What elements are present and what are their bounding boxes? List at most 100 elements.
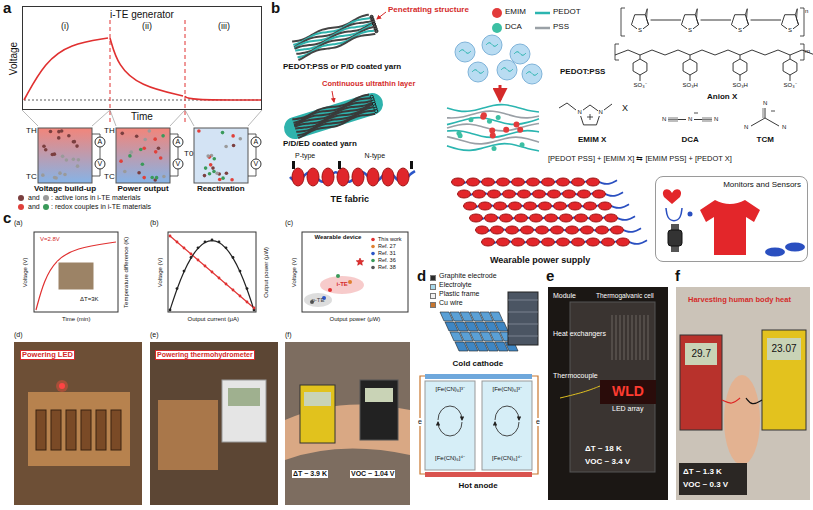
ion-dot [155,176,159,180]
data-point [348,280,352,284]
legend-line-sample [535,12,550,15]
panel-b [290,8,813,257]
stage-caption: Power output [118,185,169,194]
stage-caption: Reactivation [197,185,245,194]
thermoelectric-leg [596,226,609,234]
thermoelectric-leg [524,202,537,210]
atom-label: N [713,116,719,123]
t-shirt-icon [700,200,760,255]
thermoelectric-leg [518,190,531,198]
ion-dot [230,178,234,182]
ion-dot [232,144,236,148]
grid-line [508,312,538,313]
stage-divider [185,20,186,122]
shoe-icon [785,243,805,252]
bond [751,118,765,126]
data-point [211,239,214,242]
yarn-caption: PEDOT:PSS or P/D coated yarn [283,63,401,72]
thermoelectric-leg [551,226,564,234]
panel-letter: e [546,268,554,285]
electrolyte-cell [482,381,532,470]
heat-exchanger-fin [644,315,645,360]
axis-label: Output current (μA) [188,316,239,323]
ion-dot [157,146,161,150]
data-point [218,241,221,244]
thermoelectric-leg [581,226,594,234]
polymer-backbone [615,50,665,55]
thermoelectric-leg [458,190,471,198]
thermoelectric-leg [491,226,504,234]
te-module [96,410,106,450]
dioxy-bridge [645,9,648,25]
multimeter [680,335,722,430]
legend-marker [371,259,375,263]
thermoelectric-leg [292,168,304,186]
photo-label: Heat exchangers [553,330,606,338]
ion-dot [221,131,225,135]
ion-dot [517,127,523,133]
probe-wire [722,398,740,403]
compound-name: TCM [757,136,774,145]
dioxy-bridge [795,9,798,25]
heat-exchanger-fin [616,315,617,360]
temperature-label: TH [104,127,115,136]
ion-dot [224,145,228,149]
region-ellipse [304,293,332,307]
meter-symbol: A [254,138,259,146]
legend-text: EMIM [505,8,526,17]
ion-dot [153,137,157,141]
subpanel-letter: (d) [14,331,23,339]
junction-marker [338,161,341,169]
data-point [328,288,332,292]
projection-line [22,110,38,126]
stage-number: (ii) [142,22,152,32]
measurement: ΔT ~ 18 K [585,445,622,454]
star-marker [356,258,364,265]
ion-dot [520,142,525,147]
yarn-caption: P/D/ED coated yarn [283,140,357,149]
subpanel-letter: (f) [285,331,292,339]
thermoelectric-leg [337,168,349,186]
thermoelectric-leg [482,178,495,186]
ion-dot [57,130,61,134]
ion-dot [57,136,61,140]
ion-dot [215,171,219,175]
bond [763,108,764,118]
atom-label: N [762,100,768,107]
i-te-cell [116,128,170,183]
data-point [239,295,242,298]
subpanel-letter: (c) [285,219,293,227]
led-glow [56,380,68,392]
callout-text: Continuous ultrathin layer [322,80,415,88]
thermoelectric-leg [506,226,519,234]
thermoelectric-leg [485,214,498,222]
thermoelectric-leg [470,214,483,222]
thermoelectric-leg [515,214,528,222]
ion-dot [209,163,213,167]
data-point [253,307,256,310]
led [59,383,65,389]
thermoelectric-leg [578,190,591,198]
panel-d [420,292,538,477]
panel-a [22,20,262,210]
compound-name: DCA [682,136,699,145]
hot-electrode [425,472,532,477]
plot-frame [302,232,408,312]
axis-label: Temperature difference (K) [123,236,130,307]
ion-dot [67,134,71,138]
meter-display [365,388,393,402]
ion-dot [139,148,143,152]
compound-name: Anion X [707,93,737,102]
watch-icon [668,230,682,246]
ion-dot [143,138,147,142]
ion-dot [42,144,46,148]
axis-label: Voltage (V) [157,257,164,287]
region-label: p-TE [312,297,325,304]
repeat-index: n [805,8,808,15]
thermoelectric-leg [352,168,364,186]
legend-text: Electrolyte [439,281,472,289]
grid-line [508,324,538,325]
grid-line [508,300,538,301]
stethoscope-icon [666,208,682,221]
